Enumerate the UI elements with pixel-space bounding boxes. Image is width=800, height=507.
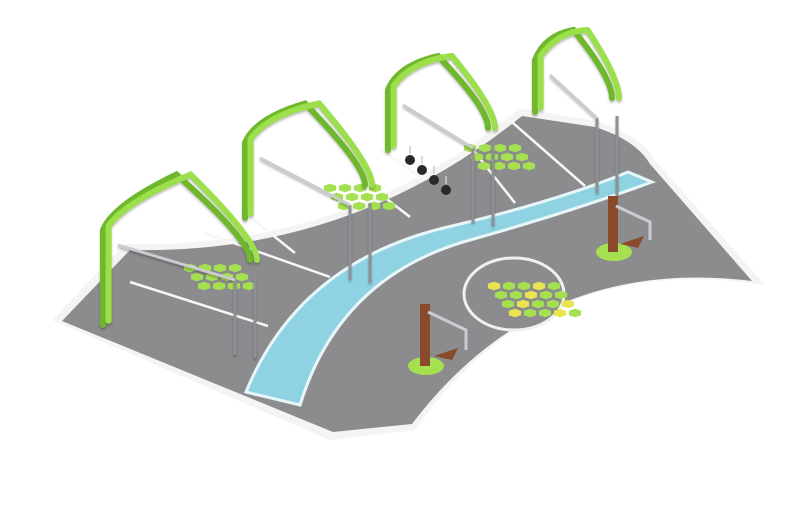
wood-post: [608, 196, 618, 252]
steel-arm: [427, 310, 468, 350]
hex-tile: [554, 290, 568, 300]
hex-tile: [228, 263, 242, 273]
top-bar: [548, 73, 599, 120]
hex-tile: [522, 161, 536, 171]
hex-tile: [375, 192, 389, 202]
wood-seat: [620, 236, 644, 248]
hex-tile: [508, 143, 522, 153]
hex-tile: [477, 161, 491, 171]
arch-frame-2: [242, 100, 375, 283]
hex-tile: [568, 308, 582, 318]
hex-tile: [553, 308, 567, 318]
hex-tile: [478, 143, 492, 153]
arch-frame-3: [385, 52, 498, 226]
hex-tile: [242, 281, 256, 291]
green-arch: [105, 170, 260, 324]
hex-tile: [509, 290, 523, 300]
green-arch: [385, 52, 491, 153]
wood-post: [420, 304, 430, 366]
hex-tile: [212, 281, 226, 291]
hex-tile: [523, 308, 537, 318]
hex-tile: [492, 161, 506, 171]
kettlebell: [417, 165, 427, 175]
arch-frames: [100, 26, 622, 358]
hex-tile: [532, 281, 546, 291]
wood-seat: [434, 348, 458, 360]
green-arch: [242, 100, 368, 221]
hex-tile: [546, 299, 560, 309]
hex-tile: [501, 299, 515, 309]
hex-cluster-4: [487, 281, 582, 318]
hex-tile: [235, 272, 249, 282]
hex-tile: [502, 281, 516, 291]
green-arch: [532, 26, 615, 115]
hex-tile: [500, 152, 514, 162]
hex-tile: [487, 281, 501, 291]
running-path: [243, 170, 657, 407]
hex-tile: [524, 290, 538, 300]
hex-tile: [507, 161, 521, 171]
hex-cluster-1: [183, 263, 256, 291]
hex-tile: [494, 290, 508, 300]
steel-frame: [233, 278, 257, 358]
hex-tile: [547, 281, 561, 291]
hex-tile: [508, 308, 522, 318]
kettlebell: [405, 155, 415, 165]
hex-tile: [516, 299, 530, 309]
green-arch: [247, 100, 375, 217]
green-arch: [390, 52, 498, 149]
bottom-station-right: [596, 196, 652, 261]
hex-tile: [190, 272, 204, 282]
steel-arm: [615, 204, 652, 240]
hex-tile: [493, 143, 507, 153]
hex-tile: [539, 290, 553, 300]
hex-tile: [345, 192, 359, 202]
bottom-station-left: [408, 304, 468, 375]
arch-frame-4: [532, 26, 622, 196]
hex-tile: [515, 152, 529, 162]
top-bar: [117, 243, 236, 282]
hex-tile: [323, 183, 337, 193]
hex-tile: [338, 183, 352, 193]
steel-frame: [471, 146, 495, 226]
top-bar: [259, 156, 351, 207]
hex-tile: [352, 201, 366, 211]
steel-frame: [348, 203, 372, 283]
hex-tile: [561, 299, 575, 309]
hex-tile: [531, 299, 545, 309]
hex-tile: [360, 192, 374, 202]
top-bar: [402, 103, 474, 150]
kettlebell-rack: [405, 146, 451, 195]
hex-tile: [213, 263, 227, 273]
green-arch: [100, 170, 253, 328]
kettlebell: [429, 175, 439, 185]
hex-tile: [382, 201, 396, 211]
hex-markings: [183, 143, 582, 318]
steel-frame: [595, 116, 619, 196]
kettlebell: [441, 185, 451, 195]
hex-tile: [517, 281, 531, 291]
arch-frame-1: [100, 170, 260, 358]
hex-tile: [538, 308, 552, 318]
green-arch: [537, 26, 622, 111]
hex-tile: [197, 281, 211, 291]
